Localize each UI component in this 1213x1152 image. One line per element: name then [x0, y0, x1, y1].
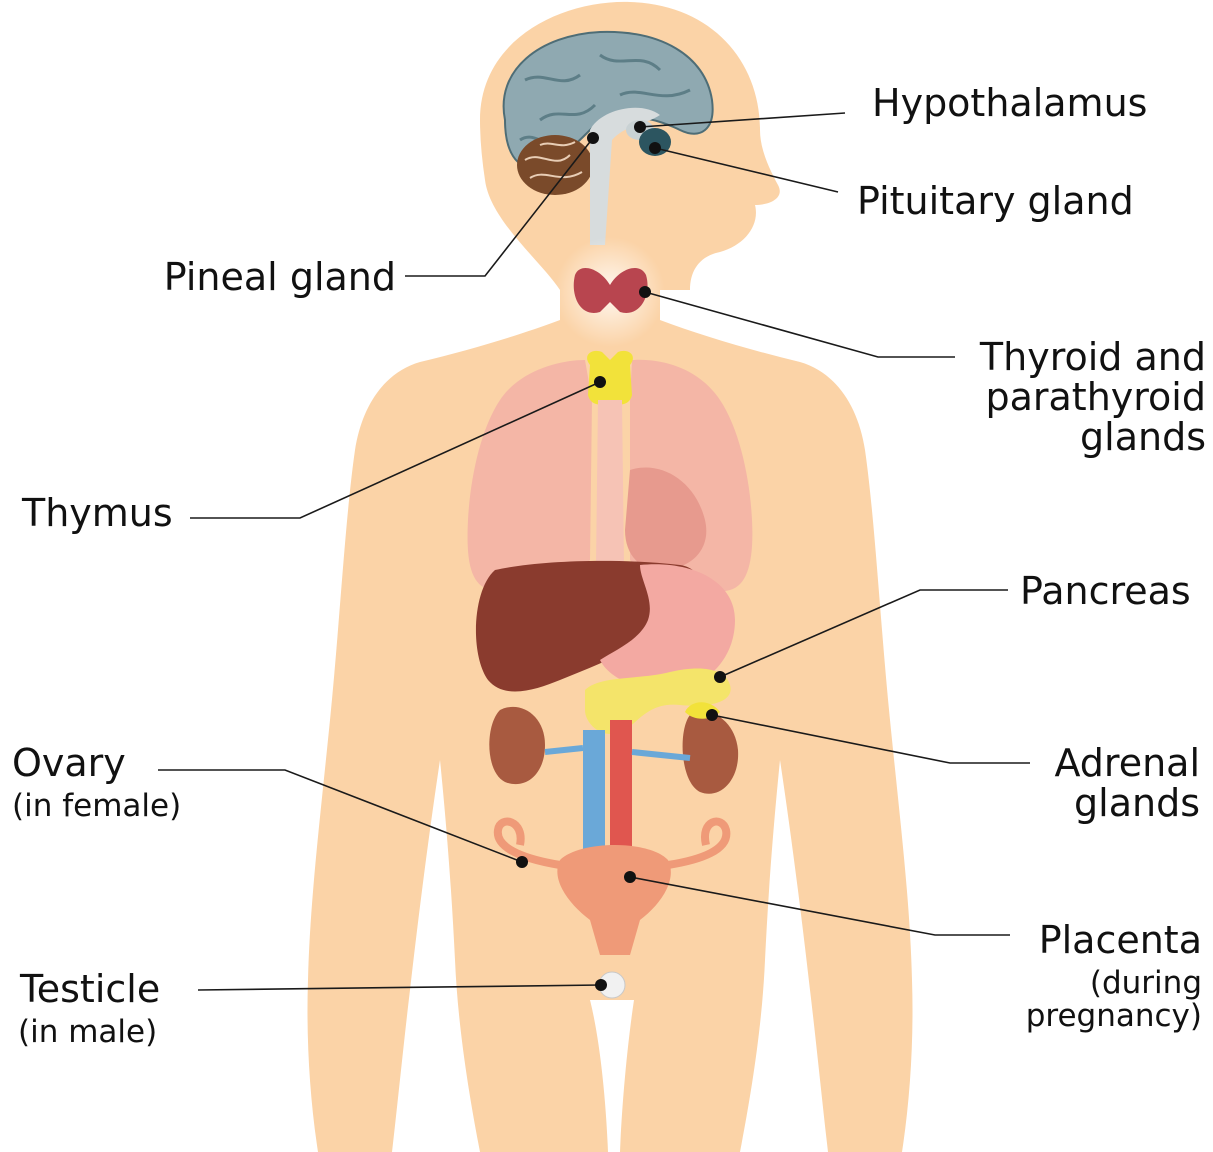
label-thymus: Thymus: [22, 494, 173, 534]
label-pineal-gland: Pineal gland: [140, 258, 396, 298]
label-thyroid-line1: Thyroid and: [940, 338, 1206, 378]
label-testicle-note: (in male): [18, 1016, 157, 1049]
esophagus: [596, 400, 624, 565]
vena-cava: [583, 730, 605, 850]
label-pancreas: Pancreas: [1020, 572, 1191, 612]
aorta: [610, 720, 632, 850]
label-ovary: Ovary: [12, 744, 126, 784]
label-testicle: Testicle: [20, 970, 160, 1010]
label-thyroid: Thyroid and parathyroid glands: [940, 338, 1206, 458]
label-ovary-note: (in female): [12, 790, 181, 823]
label-placenta: Placenta: [960, 921, 1202, 961]
label-adrenal-line2: glands: [990, 784, 1200, 824]
label-hypothalamus: Hypothalamus: [872, 84, 1147, 124]
label-pituitary-gland: Pituitary gland: [857, 182, 1134, 222]
label-placenta-note-line1: (during: [960, 967, 1202, 1000]
label-thyroid-line2: parathyroid: [940, 378, 1206, 418]
label-placenta-note: (during pregnancy): [960, 967, 1202, 1032]
label-adrenal-line1: Adrenal: [990, 744, 1200, 784]
label-placenta-note-line2: pregnancy): [960, 1000, 1202, 1033]
label-thyroid-line3: glands: [940, 418, 1206, 458]
label-adrenal-glands: Adrenal glands: [990, 744, 1200, 824]
